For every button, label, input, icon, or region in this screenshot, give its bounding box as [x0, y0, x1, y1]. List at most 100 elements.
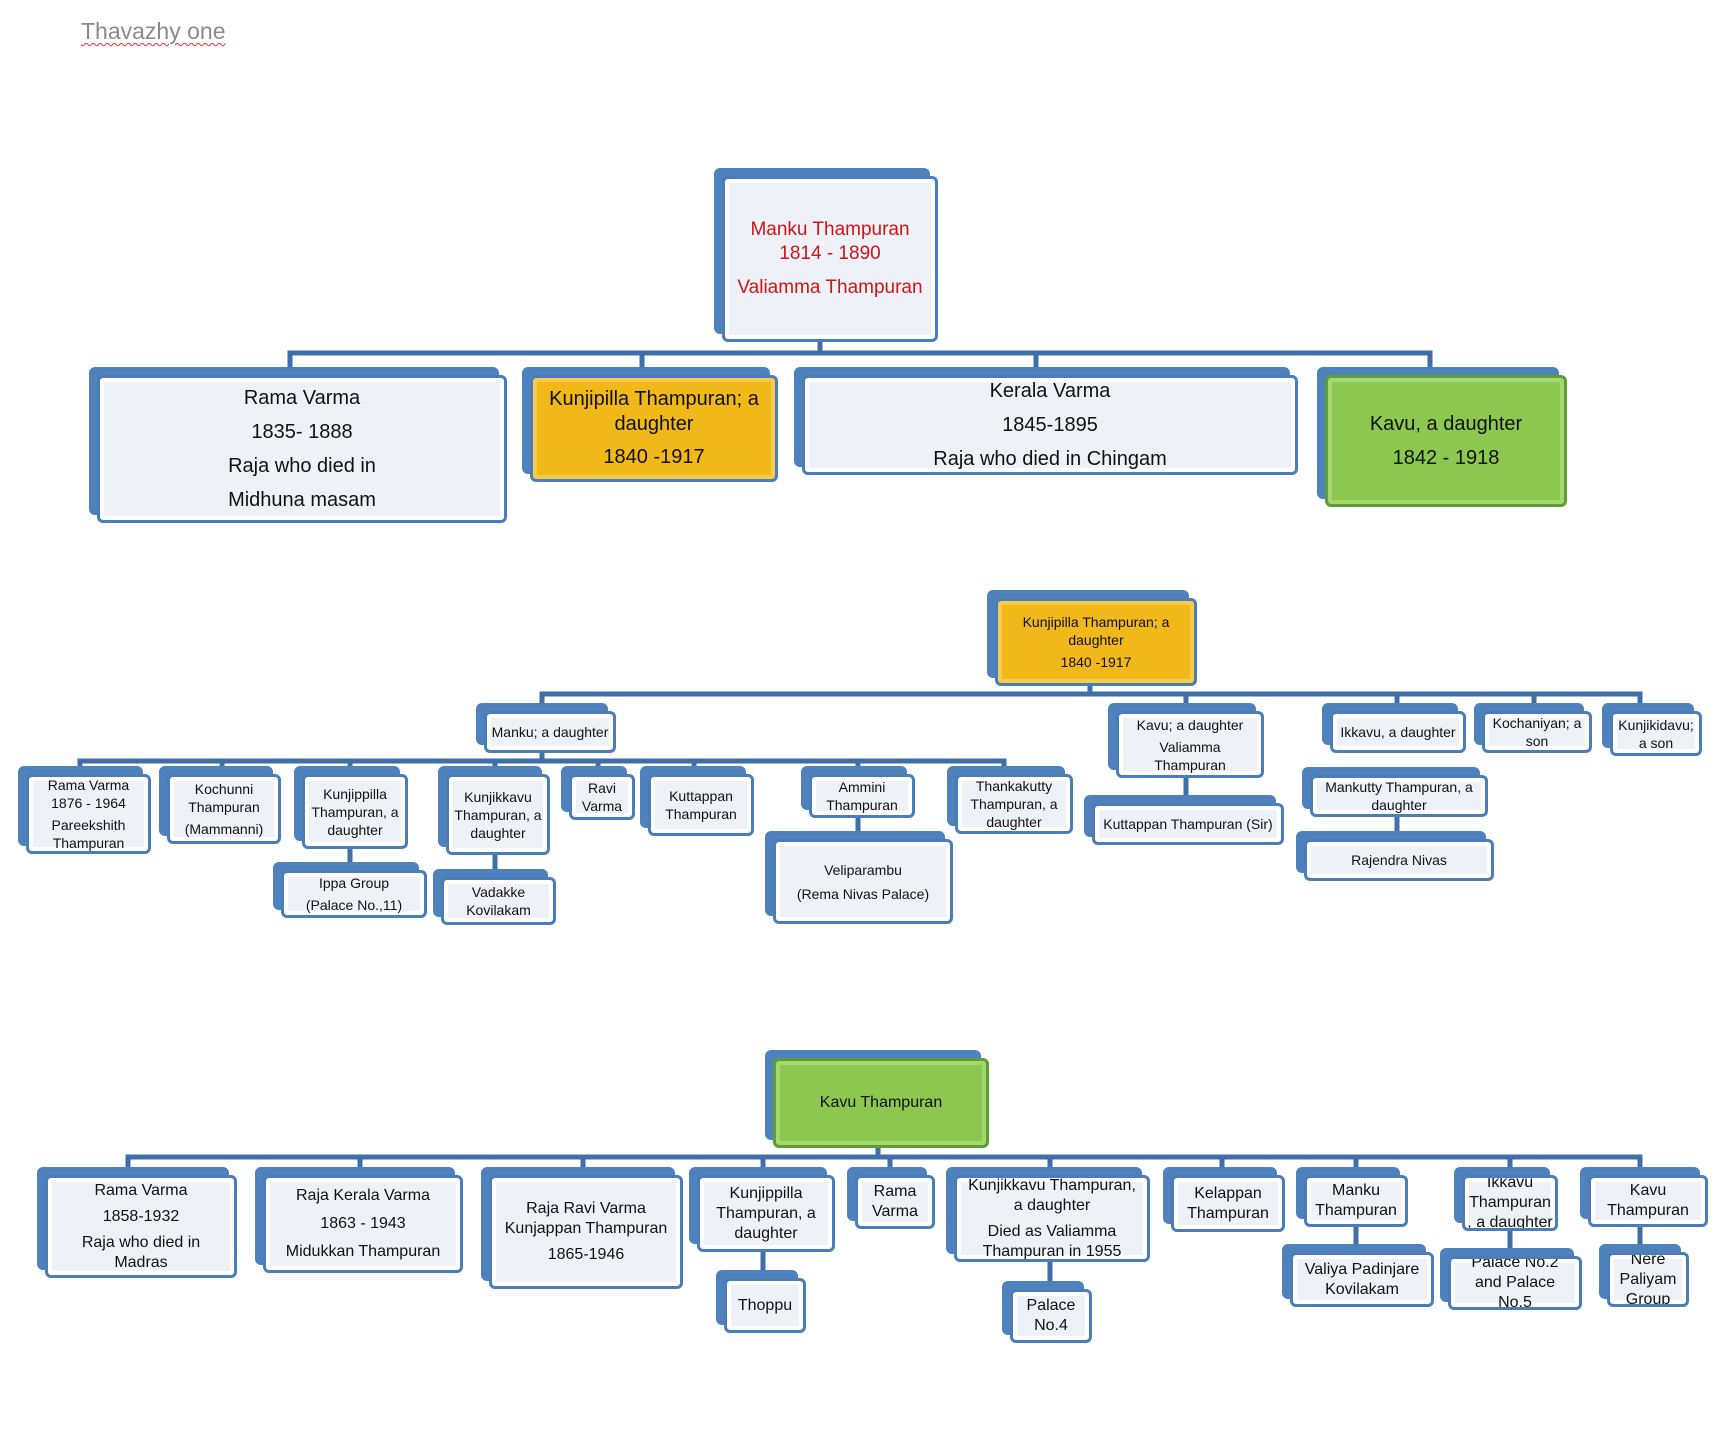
node-note: Midhuna masam	[228, 489, 376, 511]
node-kuttappan-thampuran-sir[interactable]: Kuttappan Thampuran (Sir)	[1092, 803, 1284, 845]
node-palace-no2-no5[interactable]: Palace No.2 and Palace No.5	[1448, 1256, 1582, 1310]
node-kunjippilla-thampuran[interactable]: Kunjippilla Thampuran, a daughter	[302, 774, 408, 849]
node-rama-varma-1835[interactable]: Rama Varma 1835- 1888 Raja who died in M…	[97, 375, 507, 523]
node-note: daughter	[470, 824, 526, 841]
node-name: Kunjipilla Thampuran; a	[549, 388, 759, 410]
node-note: Thampuran	[1154, 756, 1226, 773]
node-name: Raja Ravi Varma	[526, 1200, 646, 1217]
node-vadakke-kovilakam[interactable]: Vadakke Kovilakam	[441, 877, 556, 925]
node-note: Madras	[114, 1253, 168, 1271]
node-note: Kovilakam	[1325, 1280, 1399, 1298]
node-name: Kunjikidavu;	[1618, 716, 1694, 733]
node-name: Kavu	[1629, 1182, 1667, 1199]
node-dates: 1840 -1917	[603, 446, 705, 468]
node-name: Kavu; a daughter	[1136, 716, 1244, 733]
node-name: Kerala Varma	[989, 380, 1111, 402]
node-note: Thampuran, a	[716, 1204, 816, 1222]
node-name: Kochunni	[194, 781, 254, 797]
node-note: Thampuran, a	[970, 796, 1058, 812]
node-name: Ikkavu, a daughter	[1340, 724, 1456, 740]
node-manku-thampuran-root[interactable]: Manku Thampuran 1814 - 1890 Valiamma Tha…	[722, 176, 938, 342]
node-name: Mankutty Thampuran, a	[1325, 779, 1473, 795]
node-name: Kochaniyan; a	[1492, 715, 1582, 731]
node-dates: 1814 - 1890	[779, 243, 881, 264]
node-note: (Mammanni)	[184, 821, 264, 837]
node-rama-varma-bottom[interactable]: Rama Varma	[855, 1175, 935, 1229]
node-note: a daughter	[1013, 1196, 1091, 1214]
node-note: Kunjappan Thampuran	[504, 1220, 668, 1237]
node-ikkavu-daughter[interactable]: Ikkavu, a daughter	[1330, 711, 1466, 753]
node-kunjikidavu-son[interactable]: Kunjikidavu; a son	[1610, 711, 1702, 756]
node-name: Rama	[873, 1183, 917, 1200]
node-kunjippilla-thampuran-bottom[interactable]: Kunjippilla Thampuran, a daughter	[697, 1175, 835, 1252]
node-note: Thampuran	[1469, 1194, 1551, 1211]
node-name: Manku; a daughter	[491, 724, 609, 740]
node-name: Veliparambu	[824, 861, 902, 878]
node-raja-ravi-varma[interactable]: Raja Ravi Varma Kunjappan Thampuran 1865…	[489, 1175, 683, 1289]
node-ippa-group[interactable]: Ippa Group (Palace No.,11)	[281, 870, 427, 918]
node-kochaniyan-son[interactable]: Kochaniyan; a son	[1482, 711, 1592, 753]
node-ikkavu-thampuran[interactable]: Ikkavu Thampuran , a daughter	[1462, 1175, 1558, 1231]
node-note: Group	[1625, 1290, 1671, 1307]
node-note: Pareekshith	[51, 817, 126, 833]
node-note: No.5	[1498, 1294, 1532, 1310]
node-name: Rama Varma	[47, 777, 130, 793]
node-name: Manku Thampuran	[750, 219, 910, 240]
node-note: (Palace No.,11)	[305, 897, 403, 913]
node-note: Thampuran	[52, 835, 125, 851]
node-kuttappan-thampuran[interactable]: Kuttappan Thampuran	[648, 774, 754, 836]
node-kavu-daughter[interactable]: Kavu, a daughter 1842 - 1918	[1325, 375, 1567, 507]
node-name: Valiya Padinjare	[1304, 1260, 1420, 1278]
node-rama-varma-1876[interactable]: Rama Varma 1876 - 1964 Pareekshith Thamp…	[26, 774, 151, 854]
node-kochunni-thampuran[interactable]: Kochunni Thampuran (Mammanni)	[167, 774, 281, 844]
node-dates: 1858-1932	[102, 1207, 180, 1225]
node-dates: 1835- 1888	[251, 421, 353, 443]
node-note: Thampuran	[665, 806, 737, 822]
node-name: Rajendra Nivas	[1351, 852, 1447, 868]
node-mankutty-thampuran[interactable]: Mankutty Thampuran, a daughter	[1310, 775, 1488, 817]
node-title: Valiamma Thampuran	[737, 277, 923, 298]
node-note: , a daughter	[1467, 1214, 1553, 1231]
document-title: Thavazhy one	[81, 18, 226, 44]
node-rajendra-nivas[interactable]: Rajendra Nivas	[1304, 839, 1494, 881]
node-name: Kunjippilla	[323, 785, 387, 802]
node-kunjipilla-thampuran-mid[interactable]: Kunjipilla Thampuran; a daughter 1840 -1…	[995, 598, 1197, 686]
node-kunjikkavu-thampuran[interactable]: Kunjikkavu Thampuran, a daughter	[446, 774, 550, 855]
node-thoppu[interactable]: Thoppu	[724, 1278, 806, 1333]
node-note: Thampuran in 1955	[982, 1242, 1122, 1260]
node-name: Kelappan	[1194, 1184, 1262, 1202]
node-ravi-varma-mid[interactable]: Ravi Varma	[569, 774, 635, 820]
node-rama-varma-1858[interactable]: Rama Varma 1858-1932 Raja who died in Ma…	[45, 1175, 237, 1278]
node-name: Kavu, a daughter	[1369, 413, 1523, 435]
node-palace-no4[interactable]: Palace No.4	[1010, 1289, 1092, 1343]
node-raja-kerala-varma[interactable]: Raja Kerala Varma 1863 - 1943 Midukkan T…	[263, 1175, 463, 1273]
node-note: Thampuran, a	[311, 803, 399, 820]
node-kerala-varma-1845[interactable]: Kerala Varma 1845-1895 Raja who died in …	[802, 375, 1298, 475]
node-manku-daughter[interactable]: Manku; a daughter	[484, 711, 616, 753]
node-kavu-valiamma[interactable]: Kavu; a daughter Valiamma Thampuran	[1116, 711, 1264, 778]
node-name: Manku	[1331, 1182, 1381, 1199]
node-note: a son	[1638, 734, 1674, 751]
node-name: Kunjikkavu Thampuran,	[968, 1176, 1136, 1194]
node-kunjikkavu-thampuran-bottom[interactable]: Kunjikkavu Thampuran, a daughter Died as…	[954, 1175, 1150, 1262]
node-name: Nere	[1630, 1252, 1666, 1268]
node-kelappan-thampuran[interactable]: Kelappan Thampuran	[1171, 1175, 1285, 1232]
node-ammini-thampuran[interactable]: Ammini Thampuran	[809, 774, 915, 818]
node-note: daughter	[986, 814, 1042, 830]
node-veliparambu[interactable]: Veliparambu (Rema Nivas Palace)	[773, 839, 953, 924]
node-manku-thampuran-bottom[interactable]: Manku Thampuran	[1304, 1175, 1408, 1227]
node-nere-paliyam-group[interactable]: Nere Paliyam Group	[1607, 1252, 1689, 1307]
node-name: Thankakutty	[975, 778, 1053, 794]
node-name: Kunjipilla Thampuran; a	[1022, 614, 1170, 630]
node-note: Thampuran	[188, 799, 260, 815]
node-valiya-padinjare-kovilakam[interactable]: Valiya Padinjare Kovilakam	[1290, 1252, 1434, 1307]
node-note: Midukkan Thampuran	[285, 1243, 441, 1260]
node-kunjipilla-thampuran[interactable]: Kunjipilla Thampuran; a daughter 1840 -1…	[530, 375, 778, 482]
node-note: son	[1525, 733, 1549, 749]
node-note: Varma	[872, 1203, 918, 1220]
node-thankakutty-thampuran[interactable]: Thankakutty Thampuran, a daughter	[955, 774, 1073, 834]
node-kavu-thampuran-root[interactable]: Kavu Thampuran	[773, 1058, 989, 1148]
node-name: Raja Kerala Varma	[296, 1187, 430, 1204]
node-kavu-thampuran-bottom[interactable]: Kavu Thampuran	[1588, 1175, 1708, 1227]
